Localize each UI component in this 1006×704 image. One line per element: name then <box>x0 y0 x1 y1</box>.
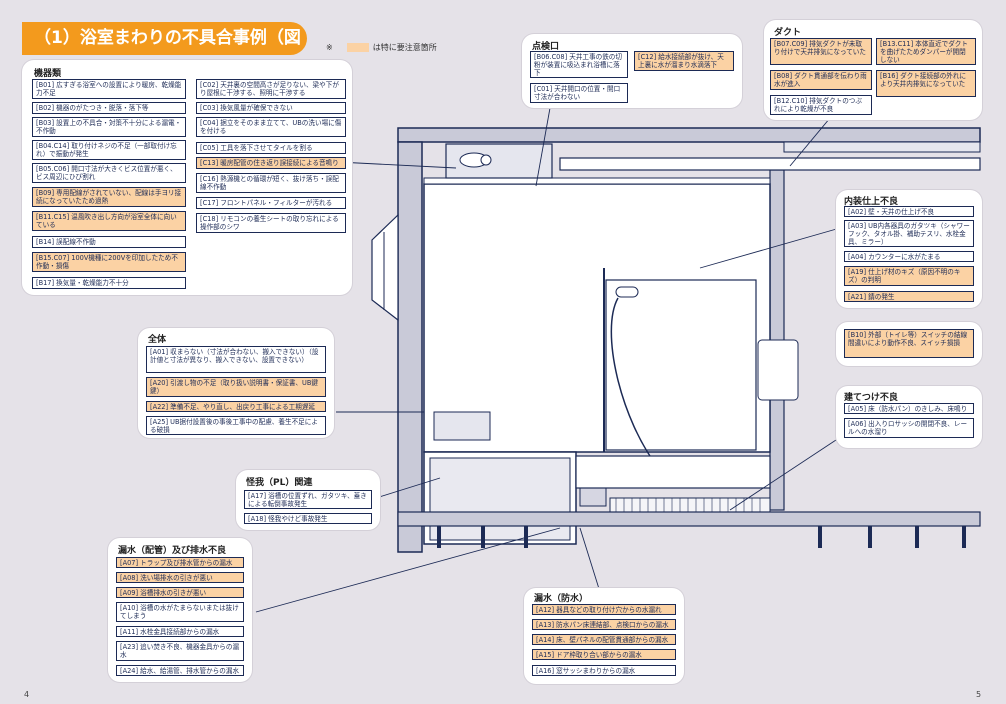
issue-item: [A17] 浴槽の位置ずれ、ガタツキ、蓋きによる転倒事故発生 <box>244 490 372 509</box>
issue-item: [B10] 外部（トイレ等）スイッチの結線間違いにより動作不良、スイッチ損損 <box>844 329 974 358</box>
panel-kiki: 機器類 [B01] 広すぎる浴室への設置により暖房、乾燥能力不足 [B02] 機… <box>22 60 352 295</box>
issue-item: [A21] 錆の発生 <box>844 291 974 302</box>
issue-item: [B17] 換気量・乾燥能力不十分 <box>32 277 186 289</box>
issue-item: [A03] UB内各器具のガタツキ（シャワーフック、タオル掛、補助テスリ、水栓金… <box>844 220 974 247</box>
issue-item: [C04] 据立をそのまま立てて、UBの洗い場に傷を付ける <box>196 117 346 137</box>
issue-item: [B06.C08] 天井工事の鉄の切粉が装置に吸込まれ浴槽に落下 <box>530 51 628 78</box>
issue-item: [B01] 広すぎる浴室への設置により暖房、乾燥能力不足 <box>32 79 186 99</box>
legend-mark: ※ <box>326 43 333 52</box>
panel-rousui-haikan: 漏水（配管）及び排水不良 [A07] トラップ及び排水管からの漏水 [A08] … <box>108 538 252 682</box>
issue-item: [A13] 防水パン床連結部、点検口からの漏水 <box>532 619 676 630</box>
issue-item: [B03] 設置上の不具合・対策不十分による漏電・不作動 <box>32 117 186 137</box>
left-wall <box>397 141 423 553</box>
issue-item: [A20] 引渡し物の不足（取り扱い説明書・保証書、UB鍵鍵） <box>146 377 326 397</box>
panel-b10: [B10] 外部（トイレ等）スイッチの結線間違いにより動作不良、スイッチ損損 <box>836 322 982 366</box>
issue-item: [A14] 床、壁パネルの配管貫通部からの漏水 <box>532 634 676 645</box>
panel-tenkenkou-title: 点検口 <box>532 42 560 52</box>
issue-item: [A08] 洗い場排水の引きが悪い <box>116 572 244 583</box>
issue-item: [B16] ダクト接続部の外れにより天井内排気になっていた <box>876 70 976 97</box>
wall-panel <box>605 279 757 451</box>
issue-item: [A01] 収まらない（寸法が合わない、搬入できない）（設計値と寸法が異なり、搬… <box>146 346 326 373</box>
panel-rousui-haikan-title: 漏水（配管）及び排水不良 <box>118 546 227 556</box>
issue-item: [B09] 専用配線がされていない、配線は手ヨリ接続になっていたため過熱 <box>32 187 186 207</box>
issue-item: [A22] 準備不足、やり直し、出戻り工事による工期遅延 <box>146 401 326 412</box>
roof-slab <box>397 127 981 143</box>
panel-kega-title: 怪我（PL）関連 <box>246 478 313 488</box>
panel-tatetsuke: 建てつけ不良 [A05] 床（防水パン）のきしみ、床鳴り [A06] 出入りロサ… <box>836 386 982 448</box>
issue-item: [A18] 怪我やけど事故発生 <box>244 513 372 524</box>
issue-item: [A09] 浴槽排水の引きが悪い <box>116 587 244 598</box>
issue-item: [C05] 工具を落下させてタイルを割る <box>196 142 346 154</box>
panel-kega: 怪我（PL）関連 [A17] 浴槽の位置ずれ、ガタツキ、蓋きによる転倒事故発生 … <box>236 470 380 530</box>
issue-item: [B08] ダクト貫通部を伝わり雨水が進入 <box>770 70 872 90</box>
issue-item: [A25] UB据付設置後の事後工事中の配慮、養生不足による破損 <box>146 416 326 435</box>
issue-item: [B13.C11] 本体直近でダクトを曲げたためダンパーが開閉しない <box>876 38 976 65</box>
issue-item: [A04] カウンターに水がたまる <box>844 251 974 262</box>
panel-rousui-bousui: 漏水（防水） [A12] 器具などの取り付け穴からの水漏れ [A13] 防水パン… <box>524 588 684 684</box>
page-number-right: 5 <box>976 690 982 699</box>
panel-zentai-title: 全体 <box>148 335 167 345</box>
issue-item: [A23] 追い焚き不良、機器金具からの漏水 <box>116 641 244 661</box>
panel-naisou-title: 内装仕上不良 <box>844 197 899 207</box>
panel-tenkenkou: 点検口 [B06.C08] 天井工事の鉄の切粉が装置に吸込まれ浴槽に落下 [C1… <box>522 34 742 108</box>
issue-item: [C03] 換気風量が確保できない <box>196 102 346 114</box>
panel-naisou: 内装仕上不良 [A02] 壁・天井の仕上げ不良 [A03] UB内各器具のガタツ… <box>836 190 982 308</box>
panel-tatetsuke-title: 建てつけ不良 <box>844 393 898 403</box>
panel-duct-title: ダクト <box>774 28 802 38</box>
floor-pan <box>575 455 771 489</box>
issue-item: [A19] 仕上げ材のキズ（原因不明のキズ）の判明 <box>844 266 974 286</box>
issue-item: [A24] 給水、給湯管、排水管からの漏水 <box>116 665 244 676</box>
issue-item: [B04.C14] 取り付けネジの不足（一部取付け忘れ）で振動が発生 <box>32 140 186 160</box>
panel-duct: ダクト [B07.C09] 排気ダクトが未取り付けで天井排気になっていた [B0… <box>764 20 982 120</box>
issue-item: [B07.C09] 排気ダクトが未取り付けで天井排気になっていた <box>770 38 872 65</box>
legend-note: ※ は特に要注意箇所 <box>326 42 437 53</box>
issue-item: [A11] 水栓金具接続部からの漏水 <box>116 626 244 637</box>
issue-item: [A15] ドア枠取り合い部からの漏水 <box>532 649 676 660</box>
issue-item: [A02] 壁・天井の仕上げ不良 <box>844 206 974 217</box>
issue-item: [B11.C15] 温風吹き出し方向が浴室全体に向いている <box>32 211 186 231</box>
issue-item: [C13] 暖房配管の住き返り誤接続による音鳴り <box>196 157 346 169</box>
issue-item: [A05] 床（防水パン）のきしみ、床鳴り <box>844 403 974 414</box>
panel-kiki-title: 機器類 <box>34 69 62 79</box>
issue-item: [B02] 機器のがたつき・脱落・落下等 <box>32 102 186 114</box>
issue-item: [A16] 窓サッシまわりからの漏水 <box>532 665 676 676</box>
duct <box>559 157 981 171</box>
issue-item: [C01] 天井開口の位置・開口寸法が合わない <box>530 83 628 103</box>
issue-item: [A06] 出入りロサッシの開閉不良、レールへの水溜り <box>844 418 974 438</box>
issue-item: [C18] リモコンの養生シートの取り忘れによる操作部のシワ <box>196 213 346 233</box>
floor-slab <box>397 511 981 527</box>
issue-item: [A12] 器具などの取り付け穴からの水漏れ <box>532 604 676 615</box>
issue-item: [C16] 熱源機との循環が短く、抜け落ち・誤配線不作動 <box>196 173 346 193</box>
highlight-swatch <box>346 43 369 52</box>
issue-item: [C02] 天井裏の空間高さが足りない、梁や下がり屋根に干渉する、照明に干渉する <box>196 79 346 99</box>
issue-item: [A07] トラップ及び排水管からの漏水 <box>116 557 244 568</box>
issue-item: [B15.C07] 100V機種に200Vを印加したため不作動・損傷 <box>32 252 186 272</box>
issue-item: [A10] 浴槽の水がたまらないまたは抜けてしまう <box>116 602 244 622</box>
issue-item: [B12.C10] 排気ダクトのつぶれにより乾燥が不良 <box>770 95 872 115</box>
issue-item: [B14] 誤配線不作動 <box>32 236 186 248</box>
issue-item: [C17] フロントパネル・フィルターが汚れる <box>196 197 346 209</box>
issue-item: [C12] 給水接続部が抜け、天上裏に水が溜まり水滴落下 <box>634 51 734 71</box>
page-number-left: 4 <box>24 690 30 699</box>
legend-text: は特に要注意箇所 <box>372 43 437 52</box>
panel-rousui-bousui-title: 漏水（防水） <box>534 594 589 604</box>
issue-item: [B05.C06] 開口寸法が大きくビス位置が悪く、ビス周辺にひび割れ <box>32 163 186 183</box>
panel-zentai: 全体 [A01] 収まらない（寸法が合わない、搬入できない）（設計値と寸法が異な… <box>138 328 334 438</box>
